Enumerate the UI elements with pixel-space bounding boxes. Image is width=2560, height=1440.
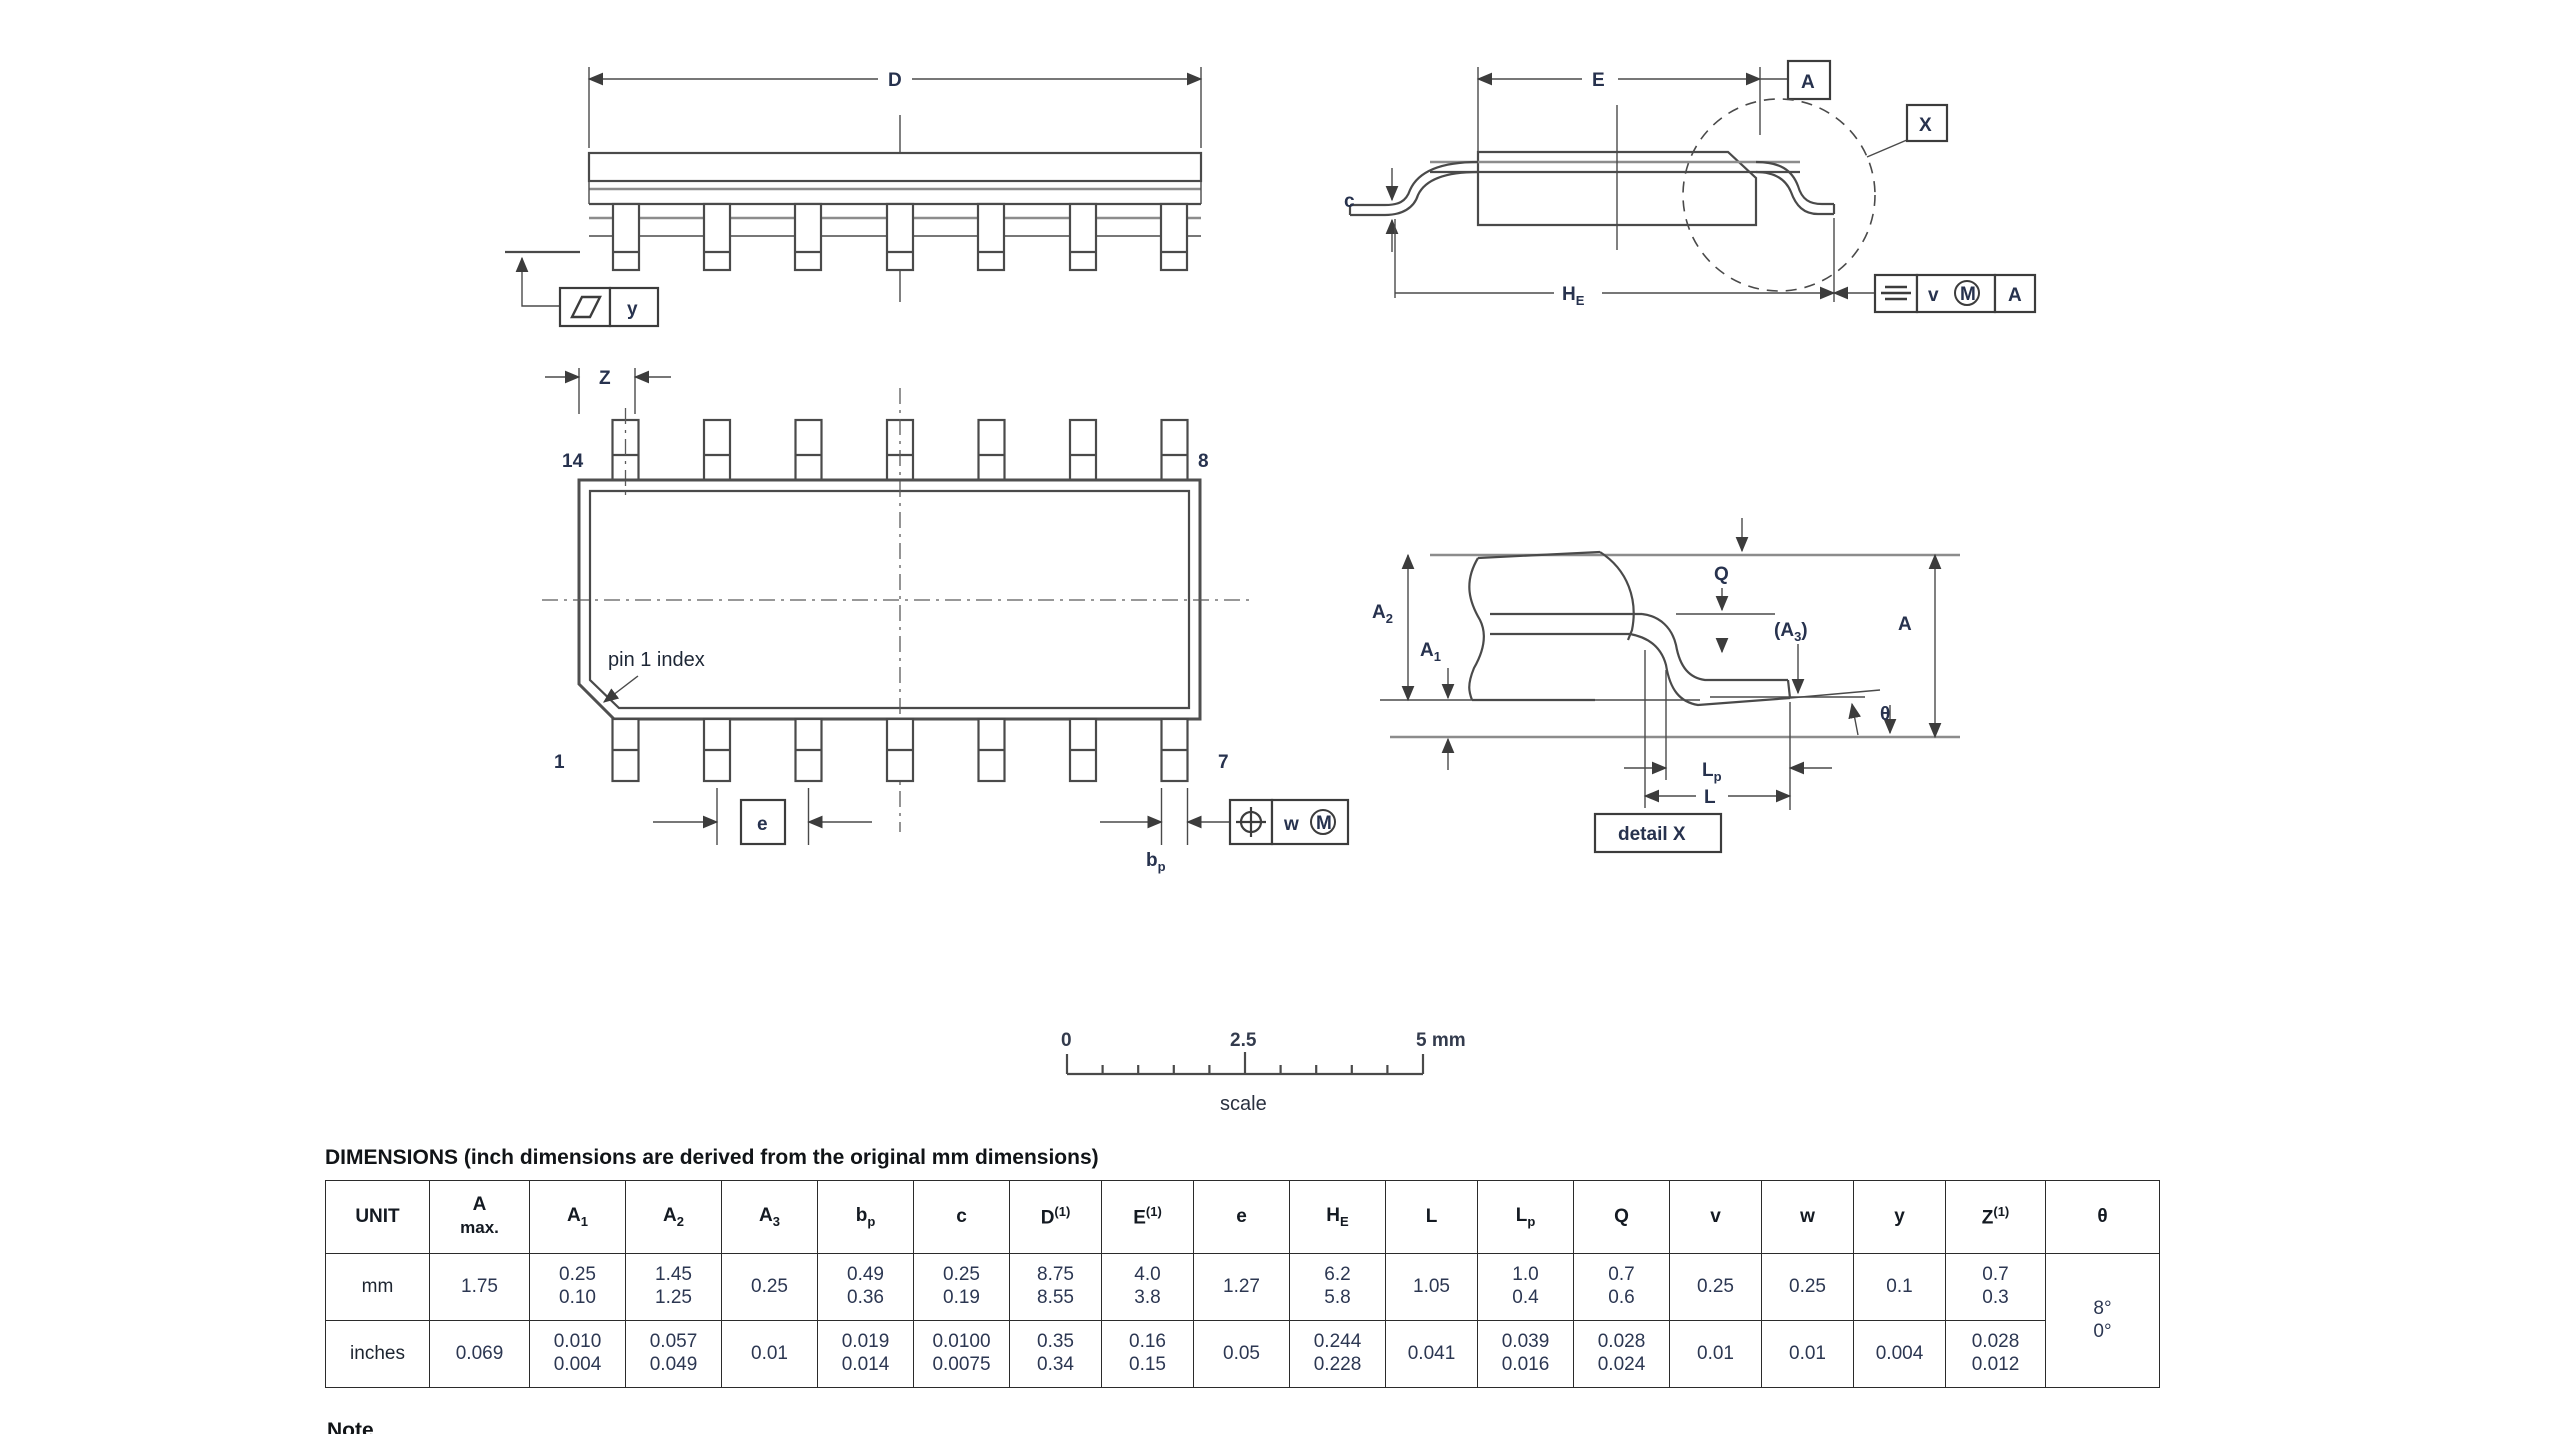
table-row-inches: inches 0.069 0.010 0.004 0.057 0.049 0.0… bbox=[325, 1320, 2160, 1388]
col-v: v bbox=[1669, 1180, 1762, 1254]
bottom-pins bbox=[611, 717, 1189, 783]
col-a1: A1 bbox=[529, 1180, 626, 1254]
flatness-symbol-icon bbox=[570, 295, 602, 319]
note-label: Note bbox=[327, 1419, 374, 1434]
fcf-tolerance-label-w: w bbox=[1283, 814, 1299, 835]
fcf-modifier-label: M bbox=[1960, 284, 1976, 305]
col-theta: θ bbox=[2045, 1180, 2160, 1254]
dim-a3: (A3) bbox=[1710, 620, 1865, 698]
dim-theta: θ bbox=[1848, 702, 1890, 736]
col-unit: UNIT bbox=[325, 1180, 430, 1254]
col-a2: A2 bbox=[625, 1180, 722, 1254]
side-leads bbox=[611, 202, 1189, 272]
dim-label-d: D bbox=[888, 70, 902, 91]
datum-label-y: y bbox=[627, 299, 638, 320]
col-w: w bbox=[1761, 1180, 1854, 1254]
detail-x-caption-label: detail X bbox=[1618, 824, 1686, 845]
symmetry-symbol-icon bbox=[1881, 285, 1911, 301]
dimensions-heading: DIMENSIONS (inch dimensions are derived … bbox=[325, 1146, 1099, 1169]
dim-a: A bbox=[1735, 518, 1942, 739]
end-view-drawing: E A c X bbox=[1344, 59, 2037, 314]
col-y: y bbox=[1853, 1180, 1946, 1254]
col-e: e bbox=[1193, 1180, 1290, 1254]
side-view-drawing: D bbox=[505, 67, 1203, 328]
fcf-datum-label: A bbox=[2008, 285, 2022, 306]
dim-label-a3: (A3) bbox=[1774, 620, 1808, 644]
flatness-callout: y bbox=[505, 250, 660, 328]
scale-tick-0: 0 bbox=[1061, 1030, 1072, 1051]
dim-label-e: E bbox=[1592, 70, 1605, 91]
dim-d: D bbox=[587, 67, 1203, 148]
col-q: Q bbox=[1573, 1180, 1670, 1254]
col-he: HE bbox=[1289, 1180, 1386, 1254]
dim-label-bp: bp bbox=[1146, 850, 1166, 874]
m-circle-icon bbox=[1310, 809, 1336, 835]
dim-label-l: L bbox=[1704, 787, 1716, 808]
dim-bp: bp w M bbox=[1100, 788, 1350, 874]
unit-mm: mm bbox=[325, 1253, 430, 1321]
col-bp: bp bbox=[817, 1180, 914, 1254]
col-c: c bbox=[913, 1180, 1010, 1254]
detail-marker-label: X bbox=[1919, 115, 1932, 136]
detail-x-caption: detail X bbox=[1593, 812, 1723, 854]
pin-label-1: 1 bbox=[554, 752, 565, 773]
package-body-end bbox=[1348, 105, 1836, 250]
fcf-modifier-label-m: M bbox=[1316, 813, 1332, 834]
detail-x-drawing: A2 A1 Q (A3) A θ bbox=[1372, 518, 1960, 854]
package-body-side bbox=[587, 115, 1203, 302]
detail-x-circle: X bbox=[1682, 98, 1949, 292]
col-a3: A3 bbox=[721, 1180, 818, 1254]
dim-label-a1: A1 bbox=[1420, 640, 1441, 664]
scale-bar: 0 2.5 5 mm scale bbox=[1061, 1030, 1466, 1115]
dim-lp: Lp bbox=[1624, 670, 1832, 810]
m-circle-icon bbox=[1954, 280, 1980, 306]
dim-label-c: c bbox=[1344, 191, 1355, 212]
col-z: Z(1) bbox=[1945, 1180, 2046, 1254]
table-row-mm: mm 1.75 0.25 0.10 1.45 1.25 0.25 0.49 0.… bbox=[325, 1253, 2160, 1388]
pin1-index: pin 1 index bbox=[602, 649, 705, 703]
pin-label-14: 14 bbox=[562, 451, 584, 472]
dim-label-e-pitch: e bbox=[757, 814, 768, 835]
dim-label-he: HE bbox=[1562, 284, 1585, 308]
theta-value: 8° 0° bbox=[2045, 1253, 2160, 1388]
dim-label-a: A bbox=[1898, 614, 1912, 635]
dim-z: Z bbox=[545, 368, 671, 414]
dim-a2: A2 bbox=[1372, 553, 1700, 702]
dim-label-z: Z bbox=[599, 368, 611, 389]
dim-label-lp: Lp bbox=[1702, 760, 1722, 784]
col-d: D(1) bbox=[1009, 1180, 1102, 1254]
scale-caption: scale bbox=[1220, 1093, 1267, 1115]
col-e-cap: E(1) bbox=[1101, 1180, 1194, 1254]
dim-a1: A1 bbox=[1420, 640, 1455, 770]
scale-ticks bbox=[1065, 1052, 1425, 1074]
col-lp: Lp bbox=[1477, 1180, 1574, 1254]
scale-tick-5mm: 5 mm bbox=[1416, 1030, 1466, 1051]
dim-l: L bbox=[1643, 650, 1792, 808]
dim-e: E A bbox=[1476, 59, 1832, 152]
pin-label-7: 7 bbox=[1218, 752, 1229, 773]
lead-cross-section bbox=[1468, 550, 1881, 707]
position-symbol-icon bbox=[1236, 807, 1266, 837]
dim-c: c bbox=[1344, 168, 1399, 252]
datum-label-a: A bbox=[1801, 72, 1815, 93]
pin-label-8: 8 bbox=[1198, 451, 1209, 472]
col-l: L bbox=[1385, 1180, 1478, 1254]
pin1-index-label: pin 1 index bbox=[608, 649, 705, 671]
top-view-drawing: Z 14 8 1 7 bbox=[542, 368, 1350, 874]
unit-inches: inches bbox=[325, 1320, 430, 1388]
fcf-tolerance-label: v bbox=[1928, 285, 1939, 306]
dim-label-theta: θ bbox=[1880, 704, 1890, 725]
scale-tick-25: 2.5 bbox=[1230, 1030, 1257, 1051]
dim-label-a2: A2 bbox=[1372, 602, 1393, 626]
dim-label-q: Q bbox=[1714, 564, 1729, 585]
top-pins bbox=[611, 418, 1189, 482]
dim-q: Q bbox=[1676, 564, 1775, 654]
dim-he: HE v M A bbox=[1394, 218, 2037, 314]
dim-e-pitch: e bbox=[653, 788, 872, 846]
